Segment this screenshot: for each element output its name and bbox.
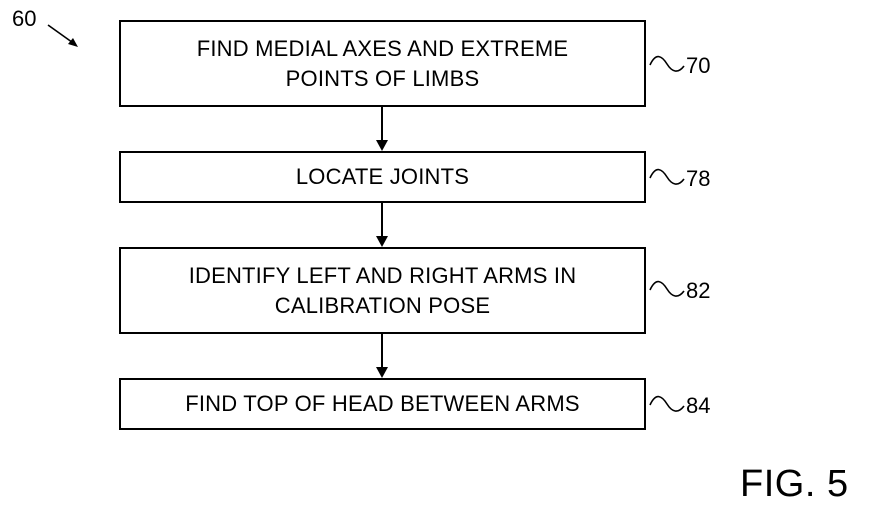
step-text-line-2: CALIBRATION POSE bbox=[274, 292, 491, 318]
reference-leader-squiggle bbox=[649, 280, 685, 297]
connector-arrow bbox=[376, 334, 388, 378]
step-box-find-top-of-head: FIND TOP OF HEAD BETWEEN ARMS bbox=[119, 378, 646, 430]
connector-arrow bbox=[376, 107, 388, 151]
step-text-line-1: IDENTIFY LEFT AND RIGHT ARMS IN bbox=[188, 262, 577, 288]
reference-numeral-78: 78 bbox=[686, 166, 711, 191]
figure-reference-numeral: 60 bbox=[12, 6, 37, 31]
step-text-line-1: LOCATE JOINTS bbox=[295, 164, 470, 189]
reference-leader-squiggle bbox=[649, 395, 685, 412]
reference-numeral-84: 84 bbox=[686, 393, 711, 418]
step-text-line-1: FIND MEDIAL AXES AND EXTREME bbox=[196, 35, 569, 61]
step-box-find-medial-axes: FIND MEDIAL AXES AND EXTREME POINTS OF L… bbox=[119, 20, 646, 107]
reference-leader-squiggle bbox=[649, 168, 685, 185]
figure-label: FIG. 5 bbox=[740, 463, 849, 505]
reference-numeral-70: 70 bbox=[686, 53, 711, 78]
step-box-identify-arms: IDENTIFY LEFT AND RIGHT ARMS IN CALIBRAT… bbox=[119, 247, 646, 334]
connector-arrow bbox=[376, 203, 388, 247]
reference-numeral-82: 82 bbox=[686, 278, 711, 303]
reference-leader-squiggle bbox=[649, 55, 685, 72]
step-text-line-1: FIND TOP OF HEAD BETWEEN ARMS bbox=[185, 391, 580, 416]
step-text-line-2: POINTS OF LIMBS bbox=[285, 65, 480, 91]
step-box-locate-joints: LOCATE JOINTS bbox=[119, 151, 646, 203]
